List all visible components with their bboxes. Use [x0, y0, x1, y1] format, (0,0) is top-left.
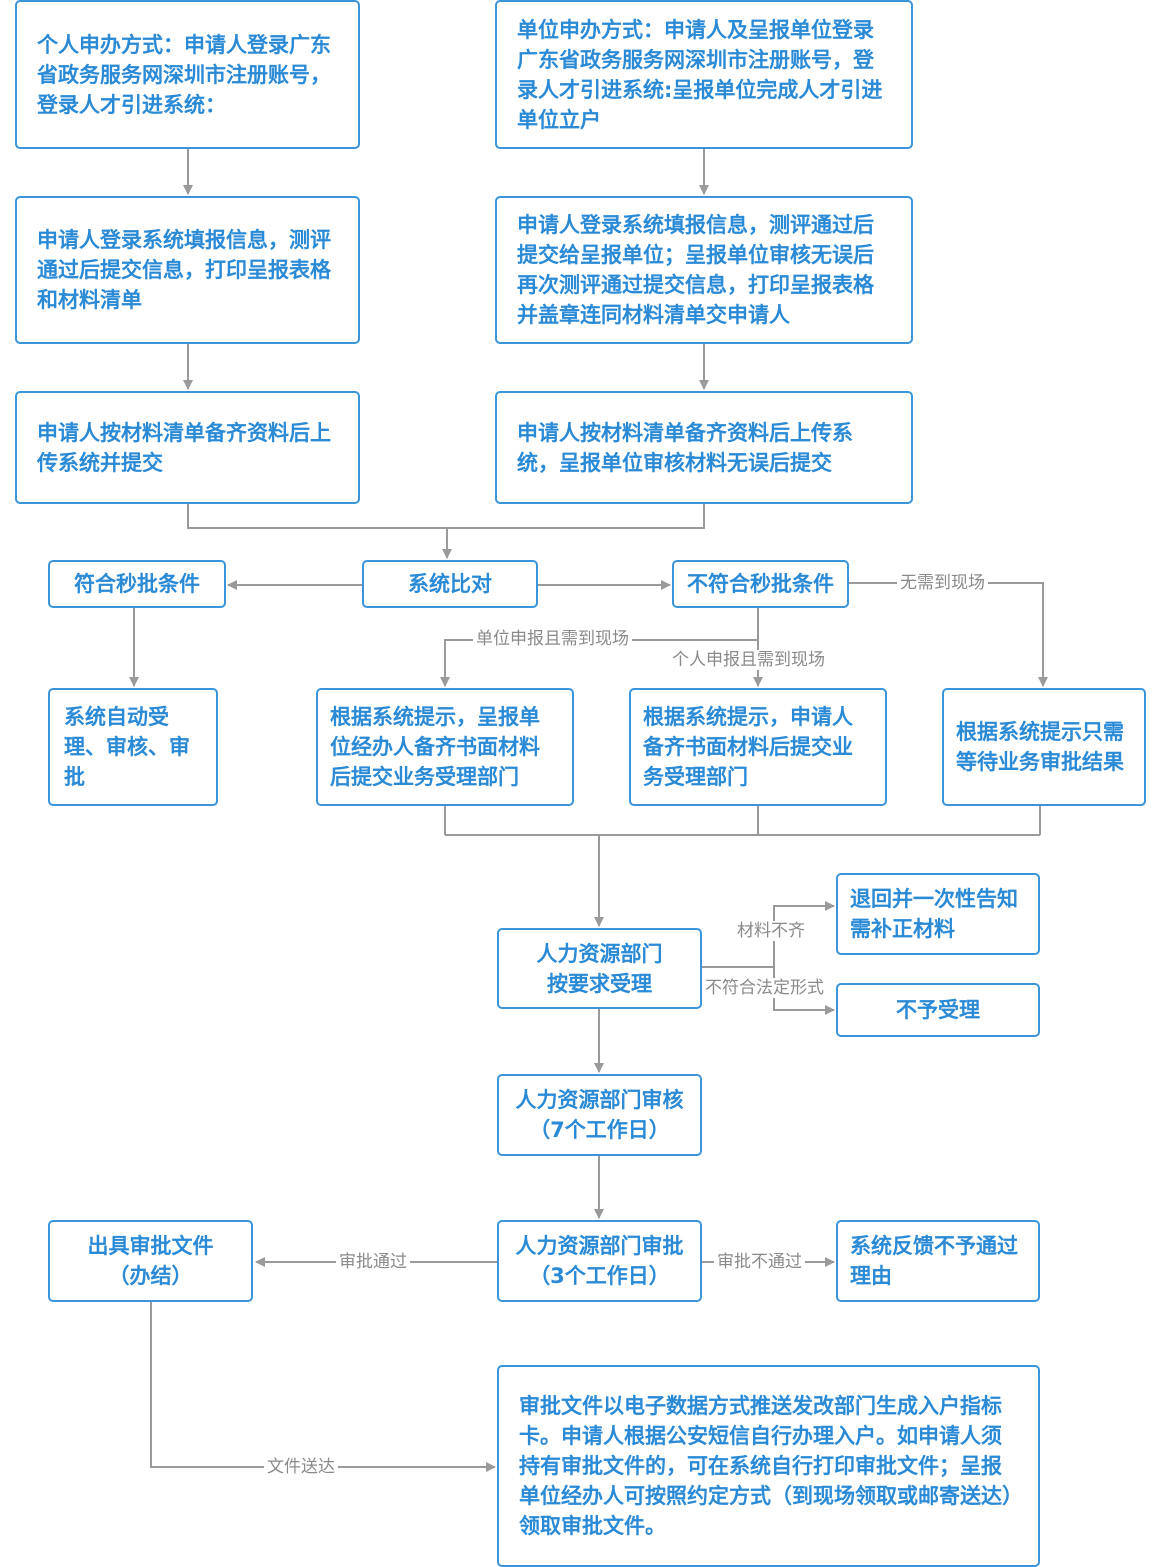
wait-result-node: 根据系统提示只需等待业务审批结果: [942, 688, 1146, 806]
hr-review-node: 人力资源部门审核 （7个工作日）: [497, 1074, 702, 1156]
unit-start-node: 单位申办方式：申请人及呈报单位登录广东省政务服务网深圳市注册账号，登录人才引进系…: [495, 0, 913, 149]
system-compare-node: 系统比对: [362, 560, 538, 608]
auto-accept-node: 系统自动受理、审核、审批: [48, 688, 218, 806]
edge-label-rejected: 审批不通过: [714, 1252, 805, 1272]
edge-label-personal-onsite: 个人申报且需到现场: [669, 650, 828, 670]
edge-label-doc-delivery: 文件送达: [264, 1457, 338, 1477]
unit-fill-node: 申请人登录系统填报信息，测评通过后提交给呈报单位；呈报单位审核无误后再次测评通过…: [495, 196, 913, 344]
final-note-node: 审批文件以电子数据方式推送发改部门生成入户指标卡。申请人根据公安短信自行办理入户…: [497, 1365, 1040, 1567]
unit-upload-node: 申请人按材料清单备齐资料后上传系统，呈报单位审核材料无误后提交: [495, 391, 913, 504]
edge-label-approved: 审批通过: [336, 1252, 410, 1272]
merge-uploads-line: [187, 504, 705, 529]
unit-onsite-node: 根据系统提示，呈报单位经办人备齐书面材料后提交业务受理部门: [316, 688, 574, 806]
arrow-doc-delivery: [150, 1302, 496, 1472]
personal-onsite-node: 根据系统提示，申请人备齐书面材料后提交业务受理部门: [629, 688, 887, 806]
arrow-no-onsite: [849, 582, 1048, 687]
hr-approve-node: 人力资源部门审批 （3个工作日）: [497, 1220, 702, 1302]
hr-accept-node: 人力资源部门 按要求受理: [497, 928, 702, 1009]
edge-label-no-onsite: 无需到现场: [897, 573, 988, 593]
not-meet-condition-node: 不符合秒批条件: [672, 560, 849, 608]
personal-upload-node: 申请人按材料清单备齐资料后上传系统并提交: [15, 391, 360, 504]
personal-fill-node: 申请人登录系统填报信息，测评通过后提交信息，打印呈报表格和材料清单: [15, 196, 360, 344]
edge-label-unit-onsite: 单位申报且需到现场: [473, 629, 632, 649]
edge-label-missing-materials: 材料不齐: [734, 921, 808, 941]
meet-condition-node: 符合秒批条件: [48, 560, 226, 608]
issue-doc-node: 出具审批文件 （办结）: [48, 1220, 253, 1302]
edge-label-invalid-form: 不符合法定形式: [702, 978, 827, 998]
feedback-reject-node: 系统反馈不予通过理由: [836, 1220, 1040, 1302]
return-notify-node: 退回并一次性告知需补正材料: [836, 873, 1040, 955]
not-accept-node: 不予受理: [836, 983, 1040, 1037]
personal-start-node: 个人申办方式：申请人登录广东省政务服务网深圳市注册账号，登录人才引进系统：: [15, 0, 360, 149]
arrow-unit-onsite: [440, 639, 758, 687]
